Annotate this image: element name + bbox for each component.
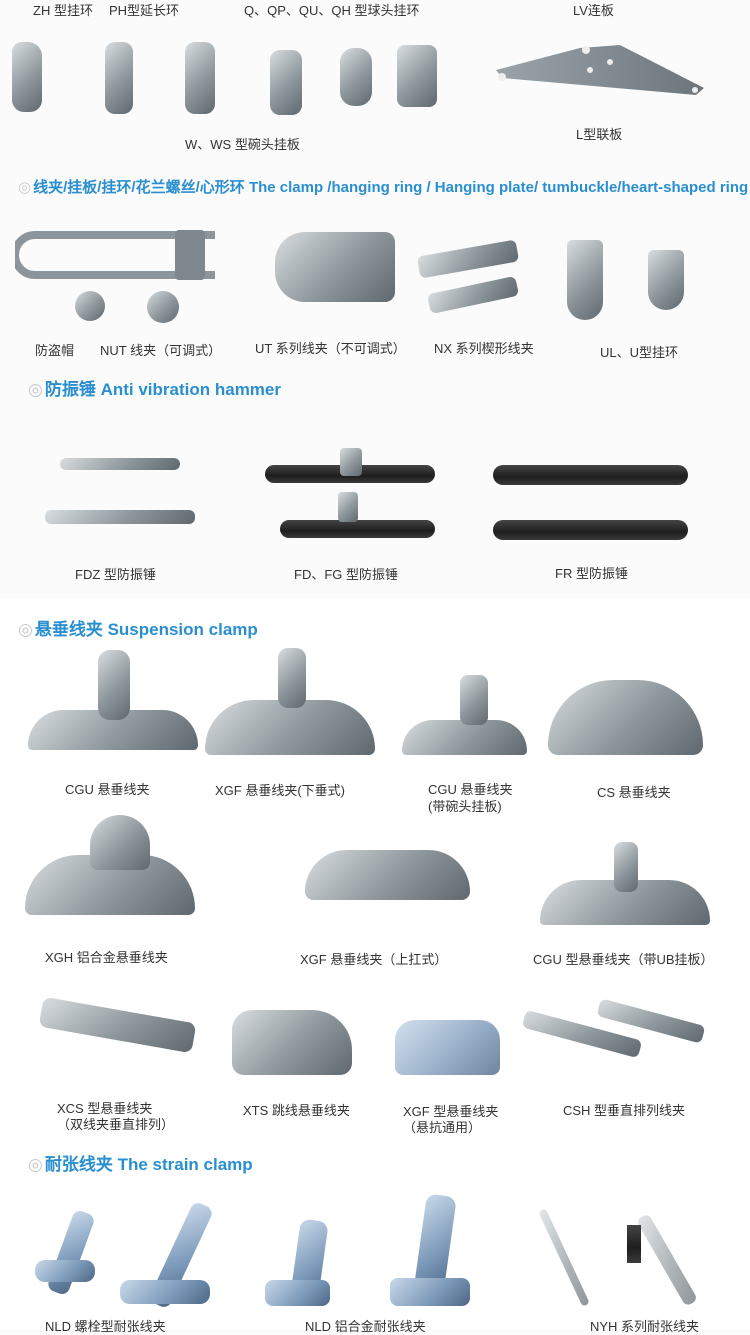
section-header: ◎悬垂线夹 Suspension clamp	[18, 615, 258, 640]
xgf-clamp-image	[278, 648, 306, 708]
product-label: FR 型防振锤	[555, 566, 628, 581]
section-header: ◎防振锤 Anti vibration hammer	[28, 375, 281, 400]
ph-extension-ring-image	[105, 42, 133, 114]
nld-alloy-clamp-image	[265, 1280, 330, 1306]
nyh-clamp-plate-image	[627, 1225, 641, 1263]
product-label: NX 系列楔形线夹	[434, 341, 534, 356]
product-label: W、WS 型碗头挂板	[185, 137, 300, 152]
header-cn: 耐张线夹	[44, 1155, 113, 1174]
product-label: CGU 悬垂线夹	[65, 782, 150, 797]
header-en: The clamp /hanging ring / Hanging plate/…	[248, 179, 749, 196]
anti-theft-cap-image	[75, 291, 105, 321]
header-en: Anti vibration hammer	[100, 380, 281, 399]
fd-hammer-clamp-image	[340, 448, 362, 476]
fg-hammer-image	[280, 520, 435, 538]
fr-hammer-image	[493, 520, 688, 540]
fr-hammer-image	[493, 465, 688, 485]
yoke-plate-image	[496, 45, 704, 95]
zh-hanging-ring-image	[12, 42, 42, 112]
cgu-socket-clamp-image	[402, 720, 527, 755]
ring-icon: ◎	[18, 620, 33, 639]
product-label: UT 系列线夹（不可调式）	[255, 341, 406, 356]
ul-hanging-ring-image	[567, 240, 603, 320]
ring-icon: ◎	[28, 380, 43, 399]
product-label: NYH 系列耐张线夹	[590, 1319, 700, 1334]
ball-clevis-image	[397, 45, 437, 107]
nx-wedge-clamp-image	[426, 275, 520, 315]
section-header: ◎线夹/挂板/挂环/花兰螺丝/心形环 The clamp /hanging ri…	[18, 176, 748, 197]
product-label: NLD 螺栓型耐张线夹	[45, 1319, 166, 1334]
product-label: XGF 悬垂线夹（上扛式）	[300, 952, 448, 967]
nut-clamp-image	[15, 230, 215, 280]
nld-bolt-clamp-image	[120, 1280, 210, 1304]
product-label: XGF 悬垂线夹(下垂式)	[215, 783, 345, 798]
product-label: CGU 悬垂线夹	[428, 782, 513, 797]
fdz-hammer-image	[45, 510, 195, 524]
product-label: FD、FG 型防振锤	[294, 567, 398, 582]
product-label: 防盗帽	[35, 343, 75, 358]
product-label: PH型延长环	[109, 3, 180, 18]
xgf-clamp-image	[205, 700, 375, 755]
header-en: The strain clamp	[117, 1155, 253, 1174]
header-cn: 线夹/挂板/挂环/花兰螺丝/心形环	[33, 179, 245, 196]
nld-alloy-clamp-image	[390, 1278, 470, 1306]
cgu-socket-clamp-image	[460, 675, 488, 725]
product-label: Q、QP、QU、QH 型球头挂环	[244, 3, 420, 18]
product-label: XGH 铝合金悬垂线夹	[45, 950, 168, 965]
product-label: UL、U型挂环	[600, 345, 679, 360]
product-label: XTS 跳线悬垂线夹	[243, 1103, 350, 1118]
fdz-hammer-image	[60, 458, 180, 470]
header-en: Suspension clamp	[107, 620, 258, 639]
product-label: CGU 型悬垂线夹（带UB挂板）	[533, 952, 714, 967]
header-cn: 悬垂线夹	[34, 620, 103, 639]
product-label: ZH 型挂环	[33, 3, 93, 18]
socket-eye-image	[270, 50, 302, 115]
section-header: ◎耐张线夹 The strain clamp	[28, 1150, 253, 1175]
product-label: (带碗头挂板)	[428, 799, 502, 814]
header-cn: 防振锤	[44, 380, 96, 399]
product-label: L型联板	[576, 127, 623, 142]
ring-icon: ◎	[18, 179, 32, 196]
xgf-upper-clamp-image	[305, 850, 470, 900]
ring-icon: ◎	[28, 1155, 43, 1174]
nld-bolt-clamp-image	[35, 1260, 95, 1282]
product-label: LV连板	[573, 3, 614, 18]
product-label: CSH 型垂直排列线夹	[563, 1103, 686, 1118]
cgu-ub-clamp-image	[614, 842, 638, 892]
xgh-clamp-image	[90, 815, 150, 870]
product-label: XCS 型悬垂线夹	[57, 1101, 153, 1116]
fg-hammer-clamp-image	[338, 492, 358, 522]
cs-clamp-image	[548, 680, 703, 755]
product-label: （悬抗通用）	[403, 1120, 482, 1135]
ut-clamp-image	[275, 232, 395, 302]
xts-clamp-image	[232, 1010, 352, 1075]
product-label: FDZ 型防振锤	[75, 567, 156, 582]
nx-wedge-clamp-image	[416, 239, 520, 279]
product-label: （双线夹垂直排列）	[57, 1117, 175, 1132]
product-label: NLD 铝合金耐张线夹	[305, 1319, 426, 1334]
anti-theft-cap-image	[147, 291, 179, 323]
cgu-clamp-image	[98, 650, 130, 720]
socket-clevis-image	[185, 42, 215, 114]
product-label: NUT 线夹（可调式）	[100, 343, 222, 358]
ball-eye-image	[340, 48, 372, 106]
product-label: CS 悬垂线夹	[597, 785, 671, 800]
product-label: XGF 型悬垂线夹	[403, 1104, 499, 1119]
u-hanging-ring-image	[648, 250, 684, 310]
xgf-universal-clamp-image	[395, 1020, 500, 1075]
